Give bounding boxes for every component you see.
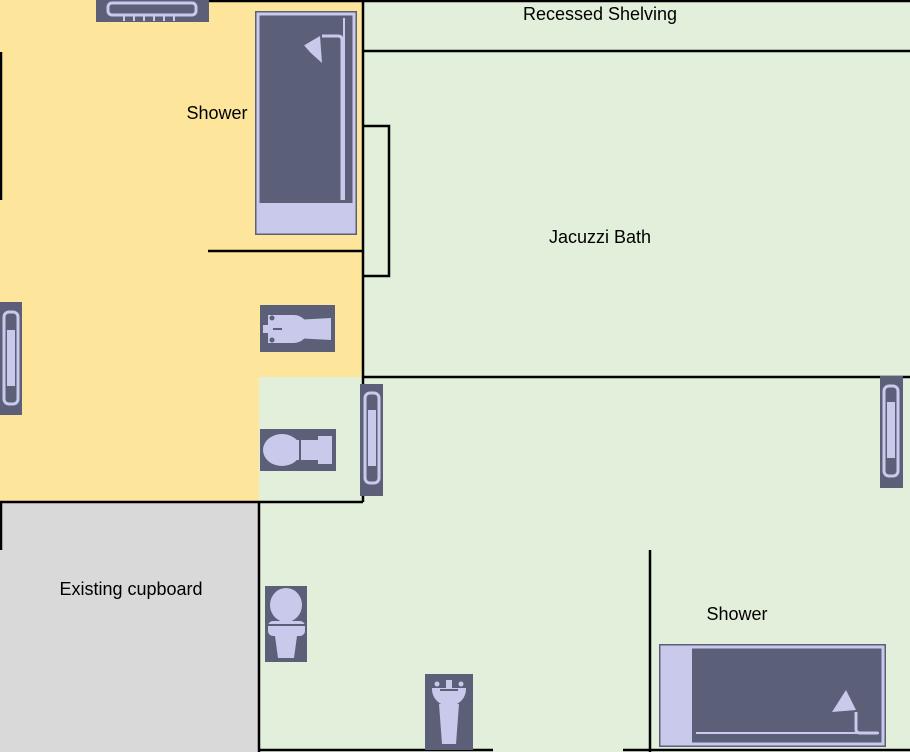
towel-rail-icon xyxy=(96,0,209,22)
shower-head-icon xyxy=(830,690,878,735)
shower-head-icon xyxy=(299,34,344,200)
existing-cupboard-label: Existing cupboard xyxy=(59,579,202,599)
toilet-icon xyxy=(265,586,307,662)
basin-icon xyxy=(260,305,335,352)
bathtub-icon xyxy=(659,644,886,747)
towel-rail-icon xyxy=(0,302,22,415)
towel-rail-icon xyxy=(880,376,903,488)
shower-label-top: Shower xyxy=(186,103,247,123)
shower-label-bottom: Shower xyxy=(706,604,767,624)
toilet-icon xyxy=(260,429,336,471)
cupboard-room xyxy=(0,502,259,752)
jacuzzi-bath-label: Jacuzzi Bath xyxy=(549,227,651,247)
towel-rail-icon xyxy=(360,384,383,496)
basin-icon xyxy=(425,674,473,750)
recessed-shelving-label: Recessed Shelving xyxy=(523,4,677,24)
recessed-shelving-area xyxy=(363,0,910,51)
jacuzzi-room xyxy=(363,51,910,377)
